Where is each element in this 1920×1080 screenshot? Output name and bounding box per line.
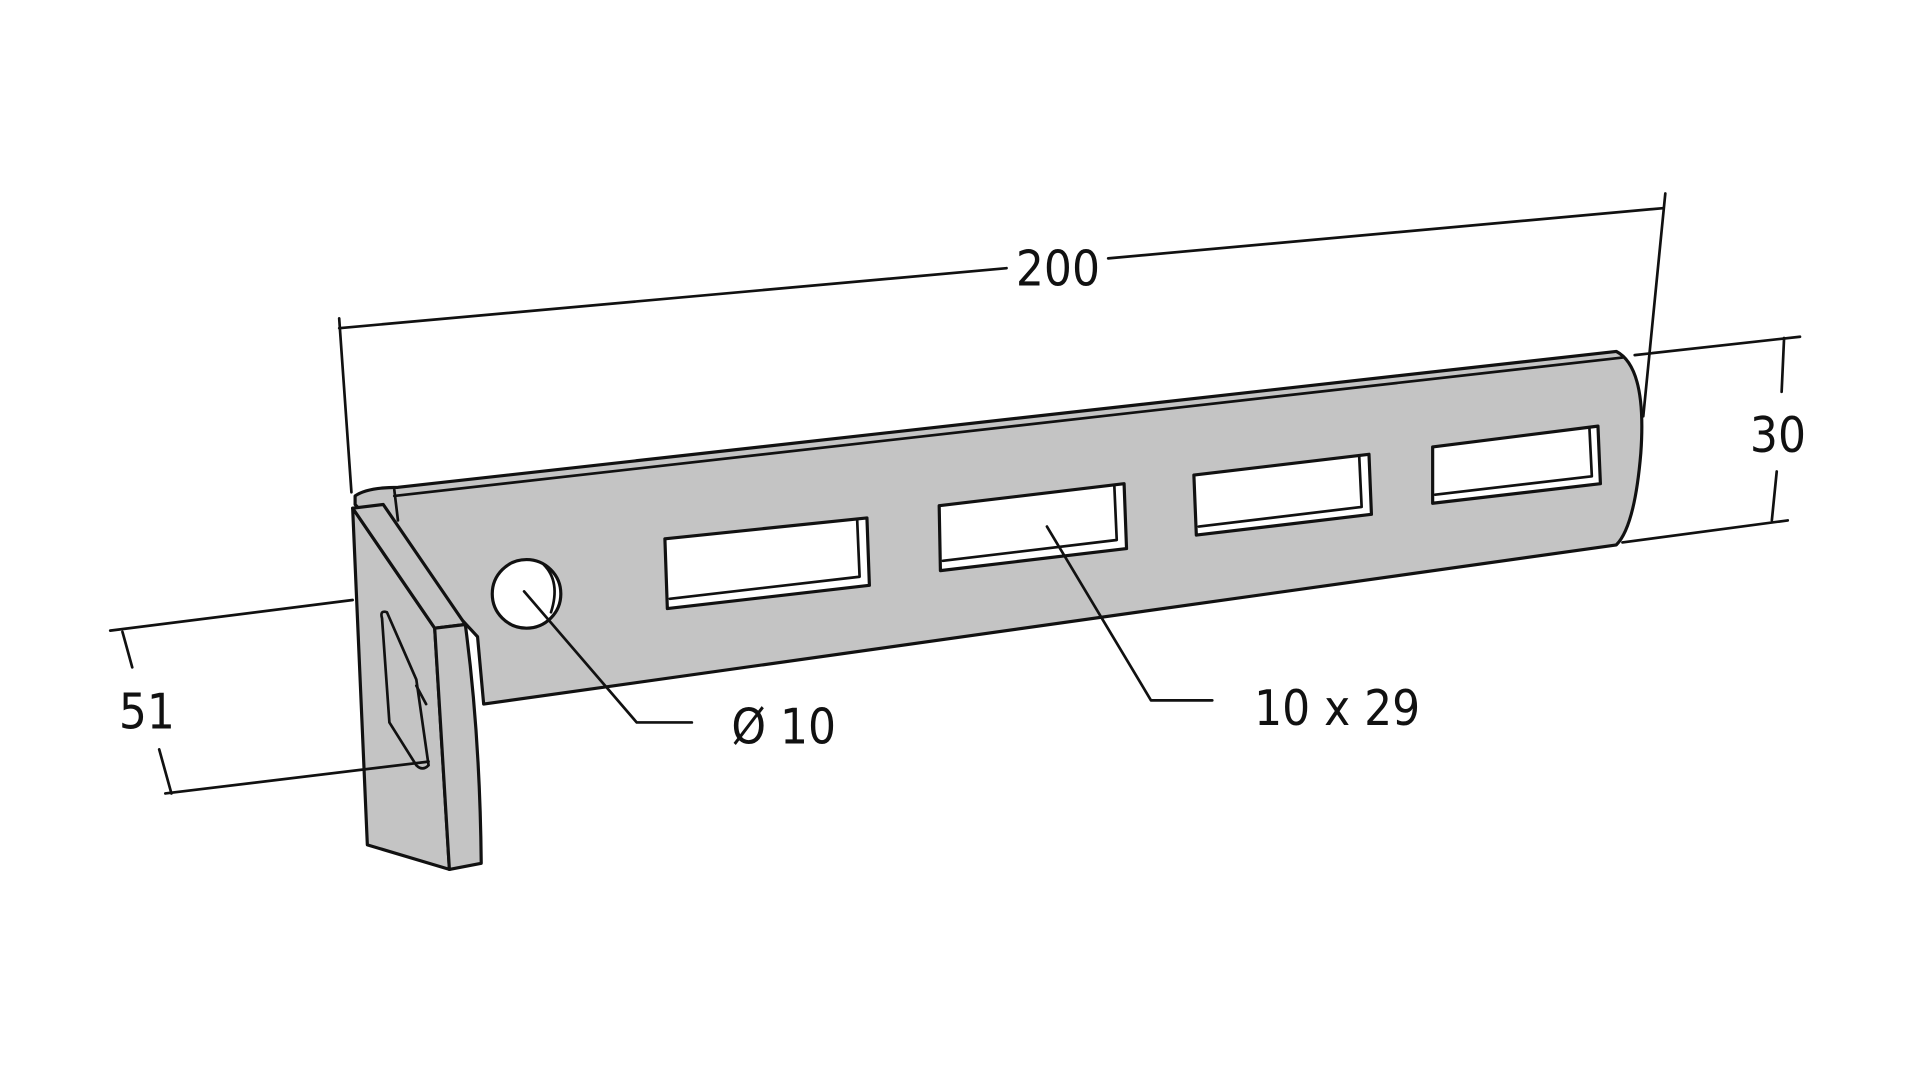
leader-slot: 10 x 29 [1045,525,1420,737]
length-label: 200 [1016,240,1100,297]
slot [937,482,1129,573]
slot [1192,452,1374,537]
dimension-plate-height: 30 [1621,335,1806,544]
bracket-flange [351,502,483,871]
dimension-flange-height: 51 [108,598,430,795]
leader-hole: Ø 10 [522,590,836,755]
bracket-plate [353,349,1644,706]
slot [1431,424,1603,505]
dimension-length: 200 [337,192,1667,494]
slot [663,516,871,611]
plate-height-label: 30 [1750,407,1806,464]
flange-height-label: 51 [119,684,175,741]
slot-size-label: 10 x 29 [1254,680,1420,737]
slots [663,424,1603,611]
hole-diameter-label: Ø 10 [731,698,836,755]
